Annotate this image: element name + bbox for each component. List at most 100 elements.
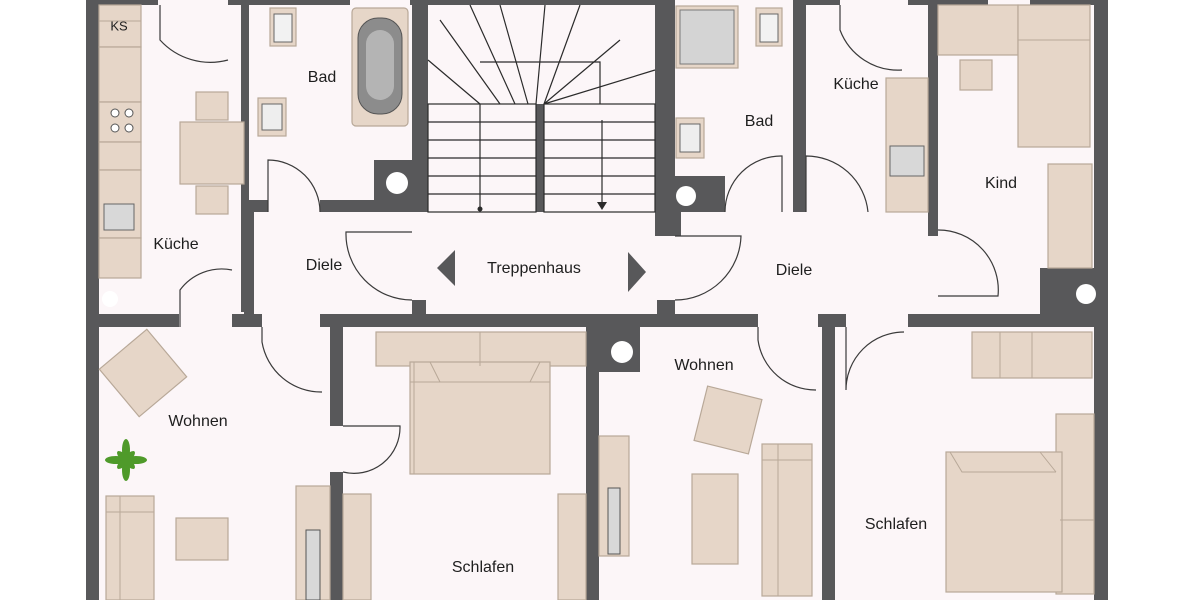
walls [86,0,1108,600]
outer-wall-top-segment [86,0,158,5]
coffee-table [691,473,739,565]
room-label-kueche-right: Küche [833,76,879,93]
chair [195,185,229,215]
armchair [98,328,188,418]
detail-lines [99,20,550,474]
fixture-label-ks: KS [110,18,128,34]
outer-wall-top-segment [1030,0,1108,5]
door-swing [179,268,233,327]
appliance-details [103,9,925,600]
room-label-wohnen-left: Wohnen [168,413,228,430]
sofa [105,495,155,600]
stair-landing [480,61,601,104]
wall-diele-living [640,314,758,327]
stove-burner [110,123,120,133]
room-label-bad-left: Bad [307,69,337,86]
side-table [175,517,229,561]
shaft-circle [611,341,633,363]
detail-lines [106,444,812,600]
shafts [102,172,1096,363]
wall-bath-kitchen-right [793,0,806,212]
tv-screen [607,487,621,555]
armchair [693,385,763,455]
wall-living-bedroom [330,472,343,600]
stair-steps [544,121,655,195]
outer-wall-left [86,0,99,600]
door-swing [345,231,413,301]
wardrobe [557,493,587,600]
stair-walkline [479,104,603,212]
counter [98,141,142,171]
arrow-left-icon [437,250,455,286]
washbasin-bowl [261,103,283,131]
room-label-schlafen-center: Schlafen [451,559,515,576]
stove [98,101,142,143]
door-swing [805,155,869,213]
shaft-circle [1076,284,1096,304]
chair [195,91,229,121]
detail-lines [949,451,1063,592]
room-label-schlafen-right: Schlafen [864,516,928,533]
wall-kitchen-kind [928,0,938,236]
arrow-right-icon [628,252,646,292]
double-bed [945,451,1063,593]
door-swing [845,327,905,391]
wardrobe [1047,163,1093,269]
plant-icon [105,439,147,481]
room-label-diele-left: Diele [305,257,343,274]
wall-diele-bedroom [320,314,600,327]
room-label-wohnen-center: Wohnen [674,357,734,374]
door-swing [342,425,401,474]
outer-wall-top-segment [410,0,670,5]
door-swing [674,235,742,301]
outer-wall-right [1094,0,1108,600]
single-bed [1017,4,1091,148]
room-label-bad-right: Bad [744,113,774,130]
shaft-circle [676,186,696,206]
wall-kitchen-diele [244,200,254,325]
chair [959,59,993,91]
sink-basin [889,145,925,177]
wardrobe [342,493,372,600]
shaft-circle [102,291,118,307]
outer-wall-top-segment [228,0,350,5]
stair-center-wall [536,104,544,212]
detail-lines [99,141,141,239]
stair-winder [427,4,656,105]
outer-wall-top-segment [800,0,840,5]
wall-bath-diele-right [675,200,681,236]
room-label-kueche-left: Küche [153,236,199,253]
wall-living-bedroom-right [822,314,835,600]
wall-stair-right [655,0,675,236]
wall-kitchen-living [232,314,262,327]
counter [98,46,142,103]
room-label-treppenhaus: Treppenhaus [487,260,581,277]
shower-tray [679,9,735,65]
door-swing [757,327,817,391]
dining-table [179,121,245,185]
room-label-kind: Kind [984,175,1018,192]
door-swing [724,155,783,213]
furniture-details [99,20,1094,600]
counter [98,237,142,279]
wall-kitchen-bath [241,0,249,312]
cabinet-display [305,529,321,600]
door-swing [159,5,229,63]
shaft-center [586,314,640,372]
wall-diele-bedroom-right [908,314,1094,327]
kitchen-counter [885,77,929,213]
detail-lines [999,332,1033,378]
nightstands [375,331,587,367]
door-swing [937,229,999,297]
shaft-circle [386,172,408,194]
toilet-bowl [273,13,293,43]
wall-stair-stub [412,300,426,327]
sink-basin [103,203,135,231]
sofa [761,443,813,597]
stair-steps [428,121,536,195]
double-bed [409,361,551,475]
stove-burner [110,108,120,118]
plant-leaf [117,451,135,469]
